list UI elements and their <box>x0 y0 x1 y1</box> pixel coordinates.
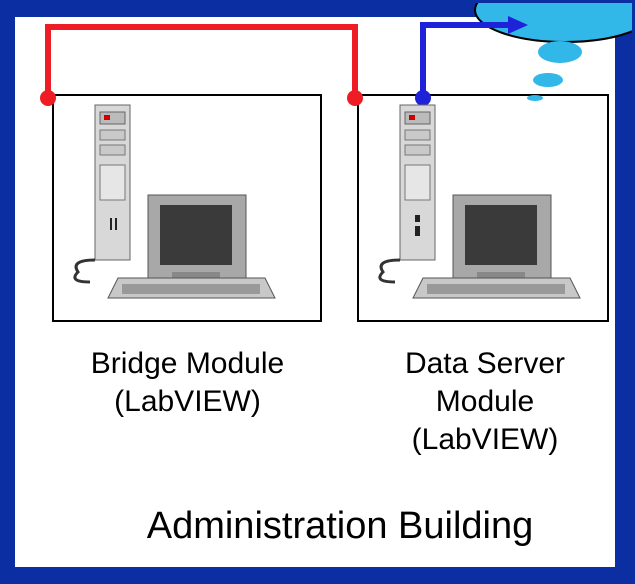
bridge-module-caption: Bridge Module (LabVIEW) <box>40 345 335 421</box>
cloud-icon <box>474 0 635 101</box>
blue-arrowhead <box>508 16 528 34</box>
caption-line: Bridge Module <box>90 347 285 380</box>
red-connector-left <box>40 90 56 106</box>
data-server-module-caption: Data Server Module (LabVIEW) <box>360 345 610 459</box>
caption-line: (LabVIEW) <box>411 423 559 456</box>
blue-network-link <box>420 22 515 98</box>
caption-line: Data Server <box>404 347 566 380</box>
computer-icon <box>378 104 581 299</box>
caption-line: (LabVIEW) <box>114 385 261 418</box>
computer-icon <box>73 104 276 299</box>
building-label: Administration Building <box>146 505 534 547</box>
blue-connector <box>415 90 431 106</box>
caption-line: Module <box>435 385 535 418</box>
red-network-link <box>45 24 358 98</box>
red-connector-right <box>347 90 363 106</box>
